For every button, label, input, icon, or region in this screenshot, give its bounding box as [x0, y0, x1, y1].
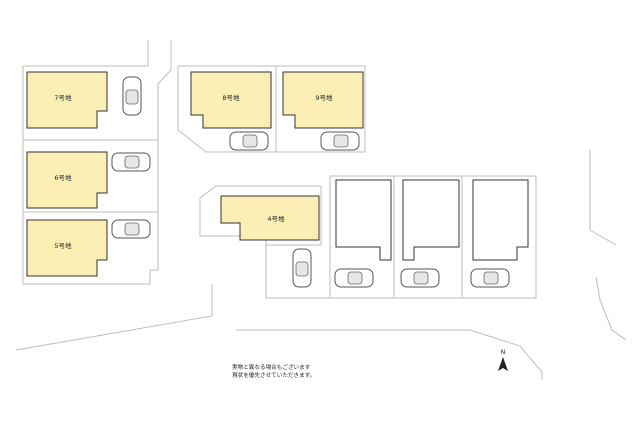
- car-icon: [400, 268, 440, 288]
- lot-4-building: [220, 195, 320, 241]
- building-plan-a: [335, 179, 392, 261]
- lot-8-label: 8号地: [222, 93, 240, 102]
- lot-labels: 7号地 6号地 5号地 8号地 9号地 4号地: [54, 93, 333, 250]
- disclaimer-line-1: 実物と異なる場合もございます: [232, 365, 311, 371]
- car-icon: [111, 219, 151, 239]
- lot-6-building: [26, 151, 108, 209]
- site-boundaries: [15, 40, 627, 380]
- north-label: N: [500, 349, 506, 356]
- lot-buildings: [26, 71, 529, 277]
- lot-7-building: [26, 71, 108, 129]
- parked-cars: [111, 76, 510, 288]
- lot-5-building: [26, 219, 108, 277]
- north-arrow-icon: [498, 357, 508, 371]
- car-icon: [334, 268, 374, 288]
- lot-8-building: [190, 71, 272, 129]
- car-icon: [292, 248, 312, 288]
- car-icon: [122, 76, 142, 116]
- lot-5-label: 5号地: [54, 241, 72, 250]
- lot-7-label: 7号地: [54, 93, 72, 102]
- building-plan-b: [402, 179, 460, 261]
- building-plan-c: [472, 179, 529, 261]
- lot-4-label: 4号地: [267, 214, 285, 223]
- lot-9-label: 9号地: [315, 93, 333, 102]
- car-icon: [320, 131, 360, 151]
- disclaimer-note: 実物と異なる場合もございます 現状を優先させていただきます。: [232, 364, 315, 380]
- car-icon: [111, 152, 151, 172]
- lot-6-label: 6号地: [54, 173, 72, 182]
- lot-9-building: [282, 71, 364, 129]
- north-arrow: N: [494, 349, 512, 375]
- disclaimer-line-2: 現状を優先させていただきます。: [232, 373, 316, 379]
- car-icon: [229, 131, 269, 151]
- car-icon: [470, 268, 510, 288]
